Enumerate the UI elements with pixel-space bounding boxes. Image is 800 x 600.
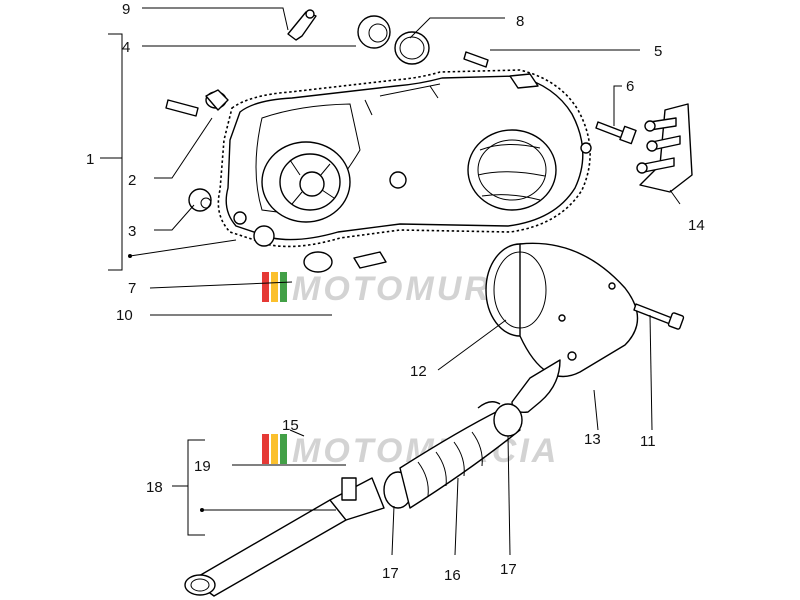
callout-6: 6 — [626, 78, 634, 95]
callout-1: 1 — [86, 151, 94, 168]
part-screw-6 — [595, 121, 637, 145]
callout-numbers: 9 4 8 5 6 1 2 3 14 7 10 12 13 11 15 19 1… — [86, 1, 705, 584]
callout-15: 15 — [282, 417, 299, 434]
callout-17a: 17 — [382, 565, 399, 582]
part-bearing — [357, 15, 391, 49]
part-circlip — [394, 31, 430, 65]
part-bolt-11 — [633, 303, 685, 330]
intake-duct — [184, 401, 523, 597]
callout-4: 4 — [122, 39, 130, 56]
leader-lines — [100, 7, 681, 556]
part-rubber-bush — [188, 188, 212, 212]
callout-12: 12 — [410, 363, 427, 380]
callout-2: 2 — [128, 172, 136, 189]
part-bracket — [287, 9, 317, 41]
callout-11: 11 — [640, 433, 656, 450]
part-rubber-pad — [353, 251, 387, 269]
callout-3: 3 — [128, 223, 136, 240]
part-terminal-block — [636, 103, 693, 193]
callout-13: 13 — [584, 431, 601, 448]
callout-19: 19 — [194, 458, 211, 475]
air-intake-housing — [485, 242, 639, 413]
callout-16: 16 — [444, 567, 461, 584]
callout-18: 18 — [146, 479, 163, 496]
callout-10: 10 — [116, 307, 133, 324]
transmission-cover — [217, 69, 592, 248]
callout-5: 5 — [654, 43, 662, 60]
callout-8: 8 — [516, 13, 524, 30]
callout-17b: 17 — [500, 561, 517, 578]
callout-7: 7 — [128, 280, 136, 297]
part-dowel-and-bushing — [165, 89, 229, 117]
callout-14: 14 — [688, 217, 705, 234]
part-plug — [303, 251, 333, 273]
callout-9: 9 — [122, 1, 130, 18]
part-pin — [463, 51, 489, 68]
